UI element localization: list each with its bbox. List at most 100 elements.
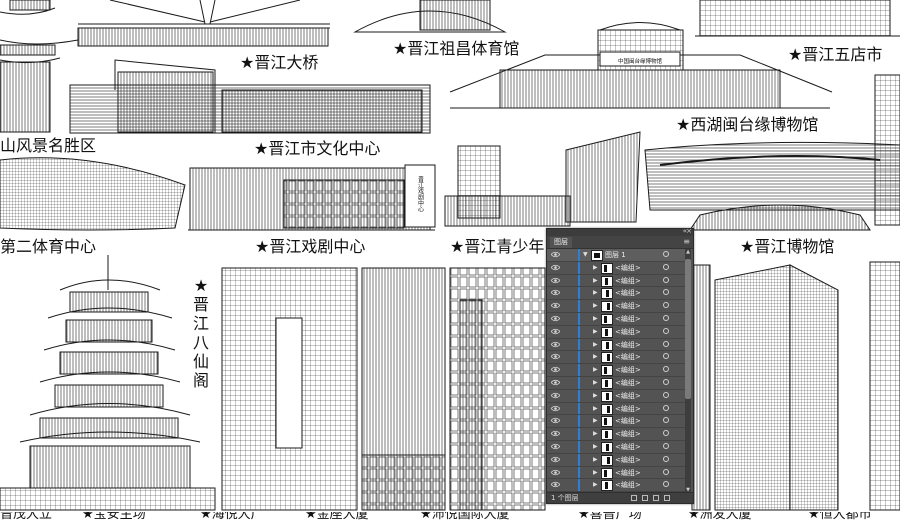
group-name[interactable]: <编组> <box>615 391 641 400</box>
visibility-eye-icon[interactable] <box>551 315 560 322</box>
visibility-eye-icon[interactable] <box>551 277 560 284</box>
layer-row-group[interactable]: ▶<编组> <box>547 274 685 288</box>
close-panel-icon[interactable]: × <box>686 227 692 235</box>
group-name[interactable]: <编组> <box>615 455 641 464</box>
target-circle-icon[interactable] <box>663 340 669 347</box>
collapse-panel-icon[interactable]: « <box>682 227 687 235</box>
group-name[interactable]: <编组> <box>615 468 641 477</box>
visibility-eye-icon[interactable] <box>551 405 560 412</box>
target-circle-icon[interactable] <box>663 481 669 488</box>
expand-triangle-icon[interactable]: ▶ <box>593 468 598 476</box>
expand-triangle-icon[interactable]: ▶ <box>593 289 598 297</box>
expand-triangle-icon[interactable]: ▶ <box>593 481 598 489</box>
visibility-eye-icon[interactable] <box>551 251 560 258</box>
layers-scrollbar[interactable]: ▲ ▼ <box>685 249 691 493</box>
target-circle-icon[interactable] <box>663 391 669 398</box>
expand-triangle-icon[interactable]: ▼ <box>583 251 588 258</box>
visibility-eye-icon[interactable] <box>551 289 560 296</box>
layer-row-group[interactable]: ▶<编组> <box>547 402 685 416</box>
group-name[interactable]: <编组> <box>615 442 641 451</box>
layer-row-group[interactable]: ▶ <编组> <box>547 440 685 454</box>
expand-triangle-icon[interactable]: ▶ <box>593 404 598 412</box>
visibility-eye-icon[interactable] <box>551 366 560 373</box>
expand-triangle-icon[interactable]: ▶ <box>593 314 598 322</box>
layer-row-group[interactable]: ▶ <编组> <box>547 351 685 365</box>
target-circle-icon[interactable] <box>663 327 669 334</box>
visibility-eye-icon[interactable] <box>551 481 560 488</box>
group-name[interactable]: <编组> <box>615 289 641 298</box>
group-name[interactable]: <编组> <box>615 378 641 387</box>
layer-row-group[interactable]: ▶ <编组> <box>547 300 685 313</box>
layer-row-group[interactable]: ▶ <编组> <box>547 428 685 441</box>
group-name[interactable]: <编组> <box>615 366 641 375</box>
layer-row-group[interactable]: ▶ <编组> <box>547 325 685 339</box>
visibility-eye-icon[interactable] <box>551 443 560 450</box>
visibility-eye-icon[interactable] <box>551 264 560 271</box>
visibility-eye-icon[interactable] <box>551 430 560 437</box>
expand-triangle-icon[interactable]: ▶ <box>593 302 598 310</box>
scroll-down-arrow-icon[interactable]: ▼ <box>686 487 690 493</box>
scrollbar-thumb[interactable] <box>685 259 691 399</box>
layer-row-group[interactable]: ▶<编组> <box>547 479 685 493</box>
visibility-eye-icon[interactable] <box>551 469 560 476</box>
expand-triangle-icon[interactable]: ▶ <box>593 391 598 399</box>
expand-triangle-icon[interactable]: ▶ <box>593 455 598 463</box>
new-layer-icon[interactable] <box>653 495 659 501</box>
group-name[interactable]: <编组> <box>615 327 641 336</box>
layer-name[interactable]: 图层 1 <box>605 251 626 259</box>
layer-row-group[interactable]: ▶ <编组> <box>547 287 685 301</box>
expand-triangle-icon[interactable]: ▶ <box>593 353 598 361</box>
scroll-up-arrow-icon[interactable]: ▲ <box>686 249 690 255</box>
target-circle-icon[interactable] <box>663 263 669 270</box>
layers-panel[interactable]: « × 图层 ≡ ▼ 图层 1 ▶<编组>▶<编组>▶<编组>▶<编组>▶<编组… <box>546 227 694 504</box>
layer-row-group[interactable]: ▶ <编组> <box>547 364 685 377</box>
visibility-eye-icon[interactable] <box>551 341 560 348</box>
expand-triangle-icon[interactable]: ▶ <box>593 263 598 271</box>
layer-row-group[interactable]: ▶ <编组> <box>547 312 685 326</box>
target-circle-icon[interactable] <box>663 251 669 257</box>
group-name[interactable]: <编组> <box>615 302 641 311</box>
make-clipping-mask-icon[interactable] <box>631 495 637 501</box>
visibility-eye-icon[interactable] <box>551 417 560 424</box>
group-name[interactable]: <编组> <box>615 430 641 439</box>
group-name[interactable]: <编组> <box>615 314 641 323</box>
group-name[interactable]: <编组> <box>615 417 641 426</box>
target-circle-icon[interactable] <box>663 417 669 424</box>
layer-row-group[interactable]: ▶ <编组> <box>547 415 685 429</box>
panel-menu-icon[interactable]: ≡ <box>683 237 690 246</box>
expand-triangle-icon[interactable]: ▶ <box>593 366 598 374</box>
layer-row-group[interactable]: ▶ <编组> <box>547 389 685 403</box>
group-name[interactable]: <编组> <box>615 263 641 272</box>
panel-titlebar[interactable]: « × <box>547 227 693 236</box>
target-circle-icon[interactable] <box>663 289 669 296</box>
target-circle-icon[interactable] <box>663 314 669 321</box>
layer-row-group[interactable]: ▶ <编组> <box>547 466 685 480</box>
layer-row-group[interactable]: ▶ <编组> <box>547 261 685 275</box>
target-circle-icon[interactable] <box>663 378 669 385</box>
visibility-eye-icon[interactable] <box>551 379 560 386</box>
new-sublayer-icon[interactable] <box>642 495 648 501</box>
visibility-eye-icon[interactable] <box>551 328 560 335</box>
expand-triangle-icon[interactable]: ▶ <box>593 378 598 386</box>
visibility-eye-icon[interactable] <box>551 353 560 360</box>
expand-triangle-icon[interactable]: ▶ <box>593 327 598 335</box>
expand-triangle-icon[interactable]: ▶ <box>593 417 598 425</box>
target-circle-icon[interactable] <box>663 366 669 373</box>
expand-triangle-icon[interactable]: ▶ <box>593 340 598 348</box>
group-name[interactable]: <编组> <box>615 340 641 349</box>
target-circle-icon[interactable] <box>663 302 669 309</box>
layer-list[interactable]: ▼ 图层 1 ▶ <编组> ▶ <编组> ▶ <编组> ▶ <编组> ▶ <编组> ▶ <编组> ▶ <编… <box>547 249 685 493</box>
visibility-eye-icon[interactable] <box>551 302 560 309</box>
target-circle-icon[interactable] <box>663 430 669 437</box>
expand-triangle-icon[interactable]: ▶ <box>593 442 598 450</box>
expand-triangle-icon[interactable]: ▶ <box>593 276 598 284</box>
visibility-eye-icon[interactable] <box>551 456 560 463</box>
target-circle-icon[interactable] <box>663 442 669 449</box>
delete-layer-icon[interactable] <box>664 495 670 501</box>
expand-triangle-icon[interactable]: ▶ <box>593 430 598 438</box>
target-circle-icon[interactable] <box>663 468 669 475</box>
layer-row-top[interactable]: ▼ 图层 1 <box>547 249 685 262</box>
layer-row-group[interactable]: ▶ <编组> <box>547 376 685 390</box>
group-name[interactable]: <编组> <box>615 353 641 362</box>
target-circle-icon[interactable] <box>663 276 669 283</box>
